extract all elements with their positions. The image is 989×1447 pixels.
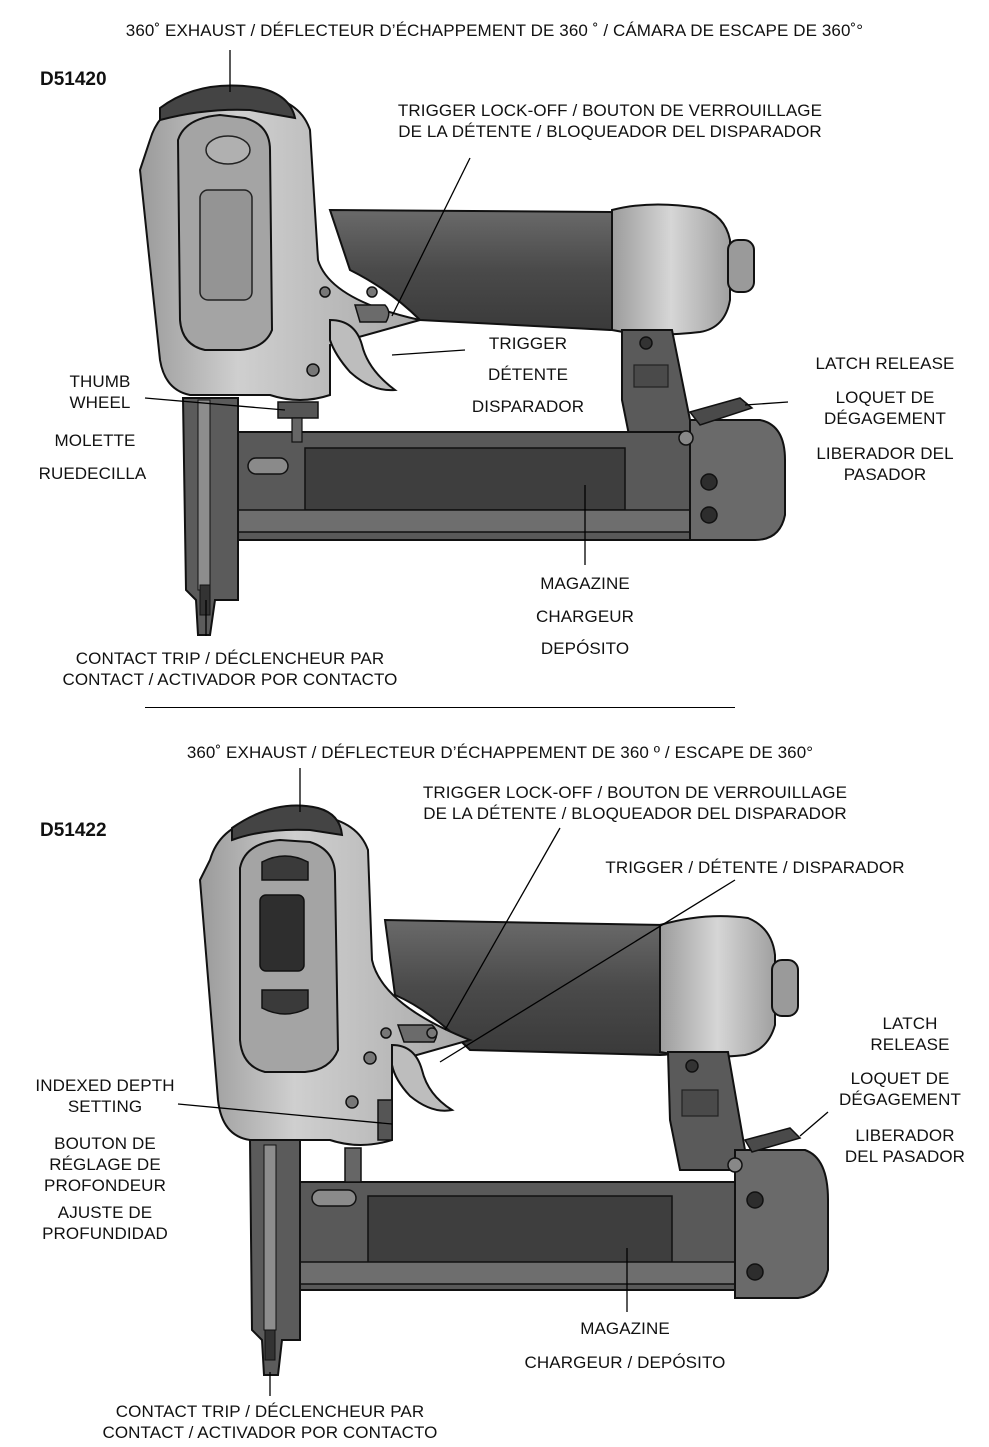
body-screw-3 [306,363,320,377]
latch-release-part [688,397,754,426]
support-recess [681,1089,719,1117]
latch-es-label-top: LIBERADOR DEL PASADOR [816,444,954,484]
drive-channel [263,1144,277,1331]
magazine-end-cap [734,1149,829,1299]
trigger-part [329,318,398,392]
body-screw-4 [345,1095,359,1109]
cover-vent-bottom [261,989,309,1015]
air-fitting [771,959,799,1017]
trigger-lock-label-top: TRIGGER LOCK-OFF / BOUTON DE VERROUILLAG… [397,101,823,141]
endcap-screw-1 [746,1191,764,1209]
leader-lines-bottom [177,768,829,1396]
model-number-bottom: D51422 [40,820,107,841]
magazine-fr-es-label-bottom: CHARGEUR / DEPÓSITO [524,1353,726,1372]
side-cover-inset [199,189,253,301]
trigger-label-top: TRIGGER [488,334,568,353]
nailer-d51420 [138,50,789,636]
latch-pivot [678,430,694,446]
trigger-lock-part [353,304,390,323]
depth-setting-es-label: AJUSTE DE PROFUNDIDAD [42,1203,168,1243]
depth-setting-label: INDEXED DEPTH SETTING [35,1076,175,1116]
latch-fr-label-bottom: LOQUET DE DÉGAGEMENT [839,1069,961,1109]
support-screw [639,336,653,350]
contact-trip-part [199,584,211,616]
magazine-rail [289,1261,741,1285]
body-screw-1 [380,1027,392,1039]
cover-vent [205,135,251,165]
side-cover-window [259,894,305,972]
latch-label-bottom: LATCH RELEASE [870,1014,950,1054]
trigger-label-bottom: TRIGGER / DÉTENTE / DISPARADOR [605,858,905,877]
section-divider [145,707,735,708]
drive-channel [197,399,211,591]
body-screw-3 [363,1051,377,1065]
endcap-screw-2 [700,506,718,524]
exhaust-label-top: 360˚ EXHAUST / DÉFLECTEUR D’ÉCHAPPEMENT … [125,21,864,40]
latch-label-top: LATCH RELEASE [815,354,955,373]
contact-trip-part [264,1329,276,1361]
leader-lines-top [144,50,789,636]
rear-cap [659,915,776,1058]
body-screw-2 [366,286,378,298]
latch-fr-label-top: LOQUET DE DÉGAGEMENT [824,388,946,428]
trigger-part [391,1043,455,1112]
magazine-fr-label-top: CHARGEUR [535,607,635,626]
depth-setting-fr-label: BOUTON DE RÉGLAGE DE PROFONDEUR [44,1134,166,1195]
endcap-screw-2 [746,1263,764,1281]
latch-pivot [727,1157,743,1173]
body-screw-2 [426,1027,438,1039]
magazine-es-label-top: DEPÓSITO [540,639,630,658]
depth-setting-part [344,1147,362,1183]
support-recess [633,364,669,388]
magazine-window [304,447,626,511]
thumb-wheel-fr-label: MOLETTE [54,431,136,450]
support-screw [685,1059,699,1073]
exhaust-cap [159,84,297,122]
thumb-wheel-label: THUMB WHEEL [69,372,131,412]
contact-trip-label-top: CONTACT TRIP / DÉCLENCHEUR PAR CONTACT /… [62,649,398,689]
magazine-slot [247,457,289,475]
air-fitting [727,239,755,293]
rear-cap [611,203,731,336]
thumb-wheel-es-label: RUEDECILLA [38,464,147,483]
cover-vent-top [261,855,309,881]
endcap-screw-1 [700,473,718,491]
magazine-window [367,1195,673,1265]
body-screw-1 [319,286,331,298]
exhaust-cap [231,804,344,842]
magazine-slot [311,1189,357,1207]
latch-es-label-bottom: LIBERADOR DEL PASADOR [844,1126,966,1166]
exhaust-label-bottom: 360˚ EXHAUST / DÉFLECTEUR D’ÉCHAPPEMENT … [186,743,814,762]
magazine-rail [234,509,701,533]
trigger-es-label-top: DISPARADOR [471,397,585,416]
model-number-top: D51420 [40,69,107,90]
contact-trip-label-bottom: CONTACT TRIP / DÉCLENCHEUR PAR CONTACT /… [102,1402,438,1442]
magazine-label-top: MAGAZINE [540,574,630,593]
magazine-label-bottom: MAGAZINE [580,1319,670,1338]
latch-release-part [743,1127,802,1153]
depth-rod [291,417,303,443]
depth-knob [377,1099,393,1141]
trigger-fr-label-top: DÉTENTE [487,365,569,384]
nailer-d51422 [177,768,829,1396]
trigger-lock-label-bottom: TRIGGER LOCK-OFF / BOUTON DE VERROUILLAG… [422,783,848,823]
